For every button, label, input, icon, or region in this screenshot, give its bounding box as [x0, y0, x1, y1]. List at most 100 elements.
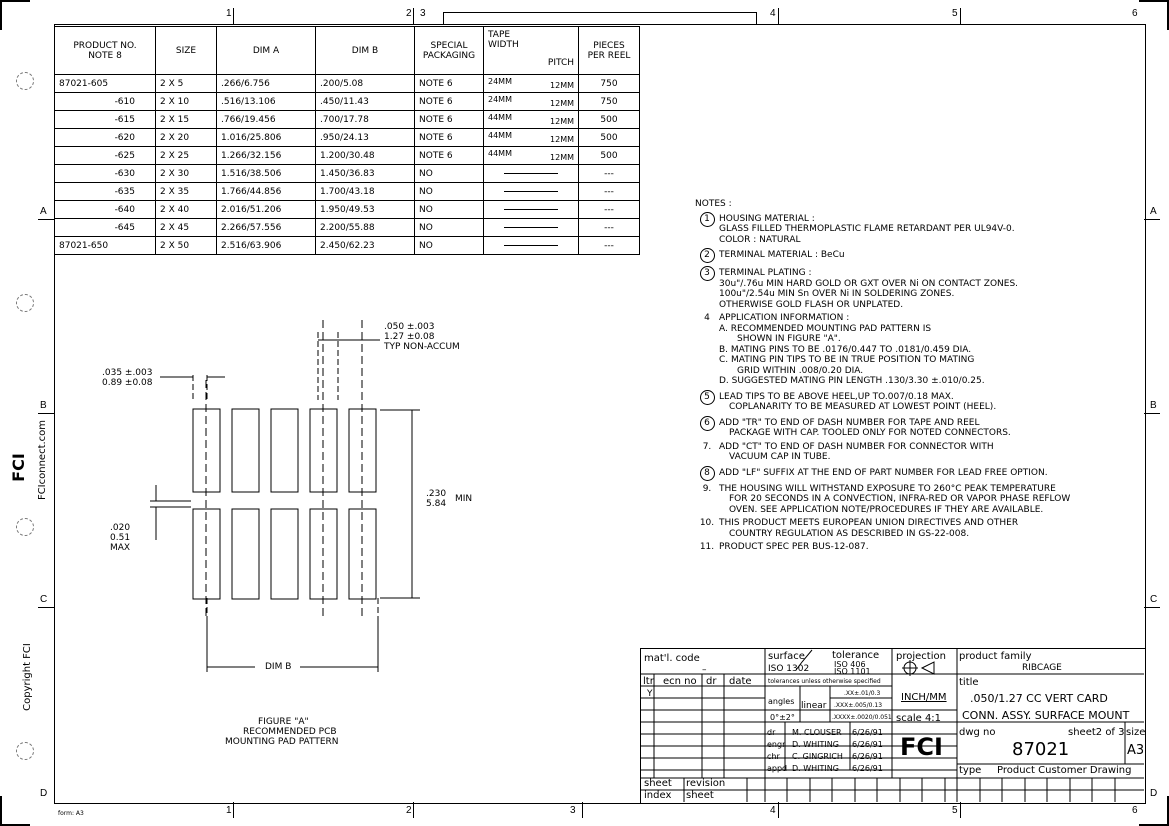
product-table: PRODUCT NO.NOTE 8 SIZE DIM A DIM B SPECI…: [54, 26, 640, 255]
signer-role: appd: [767, 764, 788, 773]
note-text: LEAD TIPS TO BE ABOVE HEEL,UP TO.007/0.1…: [719, 390, 996, 413]
note-number-circle-icon: 3: [699, 266, 715, 281]
note-number-circle-icon: 6: [699, 415, 715, 431]
product-family-label: product family: [959, 651, 1032, 662]
signer-role: engr: [767, 740, 786, 749]
dim-width-1: .035 ±.003: [102, 368, 153, 378]
note-number-circle-icon: 8: [699, 465, 715, 481]
signer-role: chr: [767, 752, 780, 761]
table-cell: -635: [54, 182, 156, 201]
tape-dash: [504, 191, 558, 192]
note-text: THIS PRODUCT MEETS EUROPEAN UNION DIRECT…: [719, 518, 1018, 539]
zone-divider: [233, 8, 234, 24]
note-number: 9.: [695, 484, 719, 495]
tape-cell: [483, 236, 579, 255]
scale-label: scale 4:1: [896, 713, 942, 724]
note-number: 8: [695, 465, 719, 481]
note-number: 10.: [695, 518, 719, 529]
zone-top-4: 4: [770, 8, 776, 19]
table-cell: 1.266/32.156: [216, 146, 316, 165]
table-cell: NO: [414, 164, 484, 183]
zone-left-d: D: [40, 788, 48, 799]
signer-name: M. CLOUSER: [792, 728, 842, 737]
table-cell: -625: [54, 146, 156, 165]
table-cell: NO: [414, 200, 484, 219]
binder-hole: [16, 294, 34, 312]
dwg-number: 87021: [1012, 739, 1070, 760]
revision-label: revision: [686, 778, 726, 789]
zone-bottom-4: 4: [770, 805, 776, 816]
table-cell: 750: [578, 92, 640, 111]
table-cell: 87021-605: [54, 74, 156, 93]
zone-divider: [38, 413, 54, 414]
note-line: PACKAGE WITH CAP. TOOLED ONLY FOR NOTED …: [729, 428, 1011, 438]
zone-divider: [1144, 219, 1160, 220]
table-cell: 1.516/38.506: [216, 164, 316, 183]
dwg-no-label: dwg no: [959, 727, 996, 738]
rev-header-date: date: [729, 676, 752, 687]
table-cell: .700/17.78: [315, 110, 415, 129]
dim-gap-1: .020: [110, 523, 131, 533]
zone-bottom-2: 2: [406, 805, 412, 816]
tolerance-label: tolerance: [832, 650, 880, 661]
note-line: APPLICATION INFORMATION :: [719, 313, 850, 323]
note-item: 11.PRODUCT SPEC PER BUS-12-087.: [695, 542, 1070, 553]
corner-mark: [0, 0, 30, 2]
corner-mark: [1167, 796, 1169, 826]
note-number-text: 4: [704, 313, 710, 323]
note-line: THE HOUSING WILL WITHSTAND EXPOSURE TO 2…: [719, 483, 1056, 494]
table-cell: 2.016/51.206: [216, 200, 316, 219]
note-number: 5: [695, 389, 719, 405]
table-cell: 87021-650: [54, 236, 156, 255]
note-text: TERMINAL MATERIAL : BeCu: [719, 248, 845, 261]
tape-dash: [504, 173, 558, 174]
linear-tol-2: .XXX±.005/0.13: [834, 702, 883, 709]
zone-right-a: A: [1150, 206, 1157, 217]
note-text: HOUSING MATERIAL :GLASS FILLED THERMOPLA…: [719, 212, 1015, 246]
zone-bottom-6: 6: [1132, 805, 1138, 816]
title-block-grid: [640, 648, 1144, 802]
note-line: PRODUCT SPEC PER BUS-12-087.: [719, 542, 869, 552]
zone-divider: [960, 8, 961, 24]
table-cell: 2 X 30: [155, 164, 217, 183]
note-line: ADD "LF" SUFFIX AT THE END OF PART NUMBE…: [719, 467, 1048, 478]
table-cell: NO: [414, 182, 484, 201]
table-cell: ---: [578, 236, 640, 255]
zone-divider: [413, 8, 414, 24]
size-value: A3: [1127, 743, 1145, 758]
note-number: 4: [695, 313, 719, 324]
table-cell: 500: [578, 128, 640, 147]
note-line: C. MATING PIN TIPS TO BE IN TRUE POSITIO…: [719, 355, 975, 365]
corner-mark: [0, 824, 30, 826]
rev-ltr-value: Y: [647, 689, 653, 699]
linear-label: linear: [801, 701, 827, 711]
table-cell: 500: [578, 146, 640, 165]
zone-divider: [582, 802, 583, 818]
signer-date: 6/26/91: [852, 740, 883, 749]
dim-pitch-3: TYP NON-ACCUM: [384, 342, 460, 352]
note-number-text: 10.: [699, 518, 715, 528]
note-line: D. SUGGESTED MATING PIN LENGTH .130/3.30…: [719, 376, 985, 386]
linear-tol-3: .XXXX±.0020/0.051: [832, 714, 892, 721]
table-cell: NO: [414, 236, 484, 255]
table-cell: .766/19.456: [216, 110, 316, 129]
zone-divider: [1144, 413, 1160, 414]
tape-pitch: 12MM: [550, 153, 574, 162]
tape-cell: [483, 164, 579, 183]
tape-pitch: 12MM: [550, 81, 574, 90]
mounting-pad: [270, 408, 299, 493]
linear-tol-1: .XX±.01/0.3: [844, 690, 881, 697]
